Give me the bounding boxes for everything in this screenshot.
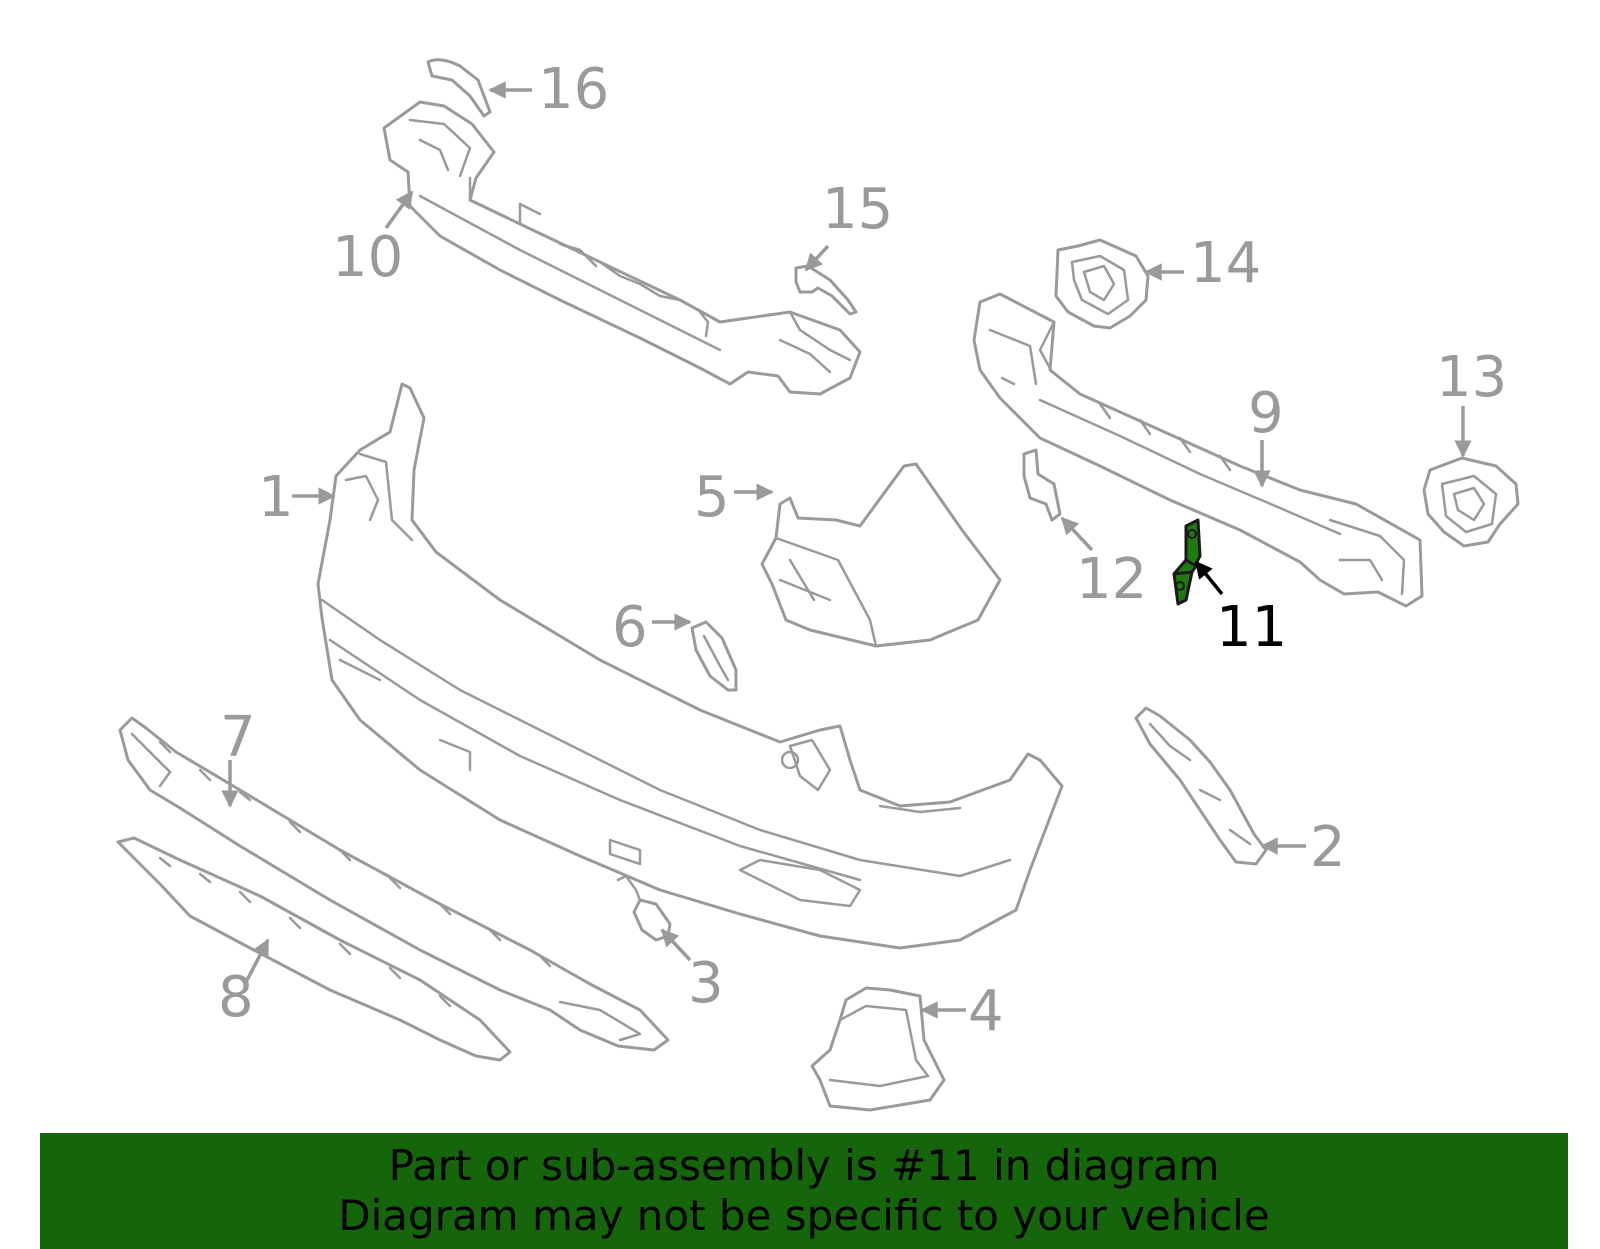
callout-4: 4 bbox=[968, 979, 1004, 1044]
part-5-side-cover bbox=[760, 462, 1002, 648]
part-6-cap bbox=[690, 620, 738, 692]
callout-16: 16 bbox=[538, 57, 609, 122]
leader-lines bbox=[221, 81, 1472, 1019]
banner-line-1: Part or sub-assembly is #11 in diagram bbox=[388, 1141, 1220, 1190]
part-13-mount bbox=[1422, 456, 1520, 548]
part-1-bumper-cover bbox=[316, 382, 1064, 950]
callout-14: 14 bbox=[1190, 231, 1261, 296]
callout-6: 6 bbox=[612, 595, 648, 660]
part-8-skid-trim bbox=[116, 836, 512, 1062]
part-2-side-bracket bbox=[1134, 706, 1268, 866]
callout-3: 3 bbox=[688, 951, 724, 1016]
callout-2: 2 bbox=[1310, 815, 1346, 880]
part-4-lower-bracket bbox=[810, 986, 946, 1112]
callout-13: 13 bbox=[1436, 345, 1507, 410]
callout-1: 1 bbox=[258, 465, 294, 530]
callout-5: 5 bbox=[694, 465, 730, 530]
part-10-upper-beam bbox=[382, 100, 862, 396]
part-9-lower-beam bbox=[972, 292, 1424, 608]
callout-9: 9 bbox=[1248, 381, 1284, 446]
part-16-bracket bbox=[426, 58, 492, 118]
callout-labels: 16 10 15 14 13 9 12 11 1 5 6 7 8 3 4 2 bbox=[218, 57, 1507, 1044]
callout-7: 7 bbox=[220, 705, 256, 770]
part-12-bracket bbox=[1022, 448, 1062, 522]
part-14-mount bbox=[1054, 238, 1150, 330]
part-7-lower-molding bbox=[118, 716, 670, 1052]
part-15-bracket bbox=[794, 264, 858, 316]
banner-line-2: Diagram may not be specific to your vehi… bbox=[338, 1191, 1270, 1240]
callout-12: 12 bbox=[1076, 547, 1147, 612]
callout-8: 8 bbox=[218, 965, 254, 1030]
callout-15: 15 bbox=[822, 177, 893, 242]
callout-10: 10 bbox=[332, 225, 403, 290]
callout-11: 11 bbox=[1216, 595, 1287, 660]
part-11-highlighted-bracket bbox=[1172, 518, 1202, 606]
info-banner: Part or sub-assembly is #11 in diagram D… bbox=[40, 1133, 1568, 1249]
